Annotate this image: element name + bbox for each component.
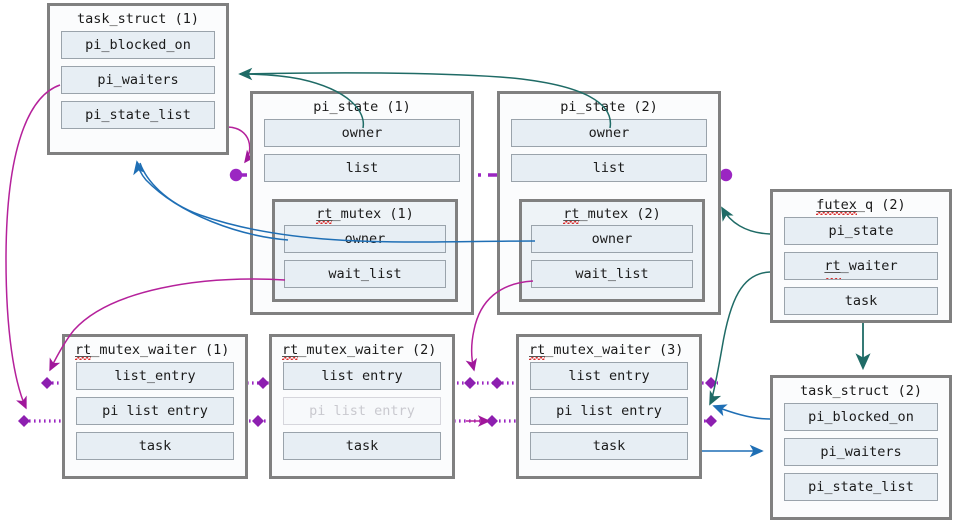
spellcheck-waiter-2: rt <box>282 342 299 360</box>
spellcheck-rt-mutex-1: rt <box>316 206 333 224</box>
fields-pi-state-1: owner list <box>253 119 471 190</box>
struct-title-pi-state-2: pi_state (2) <box>560 99 658 115</box>
struct-futex-q-2: futex_q (2) pi_state rt_waiter task <box>770 189 952 323</box>
field-waiter-3-list-entry[interactable]: list entry <box>530 362 688 390</box>
field-pi-state-2-owner[interactable]: owner <box>511 119 707 147</box>
struct-title-rt-mutex-1-rest: _mutex (1) <box>332 206 414 222</box>
field-waiter-2-pi-list-entry[interactable]: pi list entry <box>283 397 441 425</box>
struct-title-rt-mutex-waiter-1: rt_mutex_waiter (1) <box>65 337 245 362</box>
struct-rt-mutex-waiter-1: rt_mutex_waiter (1) list_entry pi list e… <box>62 334 248 479</box>
struct-title-rt-mutex-2-rest: _mutex (2) <box>579 206 661 222</box>
field-futex-q-rt-waiter[interactable]: rt_waiter <box>784 252 938 280</box>
struct-rt-mutex-waiter-2: rt_mutex_waiter (2) list entry pi list e… <box>269 334 455 479</box>
field-futex-q-pi-state[interactable]: pi_state <box>784 217 938 245</box>
field-futex-q-task[interactable]: task <box>784 287 938 315</box>
field-pi-state-1-list[interactable]: list <box>264 154 460 182</box>
struct-title-task-struct-2: task_struct (2) <box>800 383 922 399</box>
struct-rt-mutex-2: rt_mutex (2) owner wait_list <box>519 199 705 302</box>
fields-pi-state-2: owner list <box>500 119 718 190</box>
struct-pi-state-2: pi_state (2) owner list rt_mutex (2) own… <box>497 91 721 315</box>
struct-title-rt-mutex-1: rt_mutex (1) <box>275 202 455 225</box>
spellcheck-waiter-1: rt <box>75 342 92 360</box>
field-futex-q-rt-waiter-rest: _waiter <box>840 258 898 274</box>
fields-futex-q-2: pi_state rt_waiter task <box>773 217 949 323</box>
field-pi-blocked-on[interactable]: pi_blocked_on <box>61 31 215 59</box>
field-rt-mutex-2-owner[interactable]: owner <box>531 225 693 253</box>
struct-rt-mutex-waiter-3: rt_mutex_waiter (3) list entry pi list e… <box>516 334 702 479</box>
fields-rt-mutex-waiter-3: list entry pi list entry task <box>519 362 699 468</box>
field-ts2-pi-waiters[interactable]: pi_waiters <box>784 438 938 466</box>
struct-task-struct-2: task_struct (2) pi_blocked_on pi_waiters… <box>770 375 952 520</box>
field-waiter-1-list-entry[interactable]: list_entry <box>76 362 234 390</box>
field-rt-mutex-2-wait-list[interactable]: wait_list <box>531 260 693 288</box>
fields-rt-mutex-waiter-1: list_entry pi list entry task <box>65 362 245 468</box>
field-rt-mutex-1-wait-list[interactable]: wait_list <box>284 260 446 288</box>
field-pi-state-1-owner[interactable]: owner <box>264 119 460 147</box>
struct-title-rt-mutex-2: rt_mutex (2) <box>522 202 702 225</box>
field-pi-state-list[interactable]: pi_state_list <box>61 101 215 129</box>
field-waiter-2-list-entry[interactable]: list entry <box>283 362 441 390</box>
struct-title-waiter-3-rest: _mutex_waiter (3) <box>545 342 684 358</box>
fields-task-struct-2: pi_blocked_on pi_waiters pi_state_list <box>773 403 949 509</box>
field-rt-mutex-1-owner[interactable]: owner <box>284 225 446 253</box>
link-pi-state-list-to-chain <box>227 126 257 164</box>
field-waiter-3-task[interactable]: task <box>530 432 688 460</box>
struct-pi-state-1: pi_state (1) owner list rt_mutex (1) own… <box>250 91 474 315</box>
struct-title-waiter-1-rest: _mutex_waiter (1) <box>91 342 230 358</box>
struct-rt-mutex-1: rt_mutex (1) owner wait_list <box>272 199 458 302</box>
fields-rt-mutex-1: owner wait_list <box>275 225 455 295</box>
struct-title-rt-mutex-waiter-2: rt_mutex_waiter (2) <box>272 337 452 362</box>
field-ts2-pi-blocked-on[interactable]: pi_blocked_on <box>784 403 938 431</box>
spellcheck-rt-mutex-2: rt <box>563 206 580 224</box>
struct-title-task-struct-1: task_struct (1) <box>77 11 199 27</box>
spellcheck-rt-waiter: rt <box>824 253 841 279</box>
struct-task-struct-1: task_struct (1) pi_blocked_on pi_waiters… <box>47 3 229 155</box>
struct-title-waiter-2-rest: _mutex_waiter (2) <box>298 342 437 358</box>
fields-rt-mutex-2: owner wait_list <box>522 225 702 295</box>
fields-rt-mutex-waiter-2: list entry pi list entry task <box>272 362 452 468</box>
field-waiter-3-pi-list-entry[interactable]: pi list entry <box>530 397 688 425</box>
spellcheck-waiter-3: rt <box>529 342 546 360</box>
field-pi-state-2-list[interactable]: list <box>511 154 707 182</box>
fields-task-struct-1: pi_blocked_on pi_waiters pi_state_list <box>50 31 226 137</box>
field-waiter-1-pi-list-entry[interactable]: pi list entry <box>76 397 234 425</box>
struct-title-rt-mutex-waiter-3: rt_mutex_waiter (3) <box>519 337 699 362</box>
field-waiter-1-task[interactable]: task <box>76 432 234 460</box>
field-pi-waiters[interactable]: pi_waiters <box>61 66 215 94</box>
field-ts2-pi-state-list[interactable]: pi_state_list <box>784 473 938 501</box>
struct-title-futex-q-2-rest: _q (2) <box>856 197 906 213</box>
field-waiter-2-task[interactable]: task <box>283 432 441 460</box>
struct-title-futex-q-2: futex_q (2) <box>773 192 949 217</box>
spellcheck-futex-q: futex <box>816 197 857 215</box>
struct-title-pi-state-1: pi_state (1) <box>313 99 411 115</box>
link-futex-q-pi-state-to-pi-state-2 <box>721 206 771 235</box>
link-ts2-pi-blocked-on-to-waiter-3 <box>712 404 771 420</box>
